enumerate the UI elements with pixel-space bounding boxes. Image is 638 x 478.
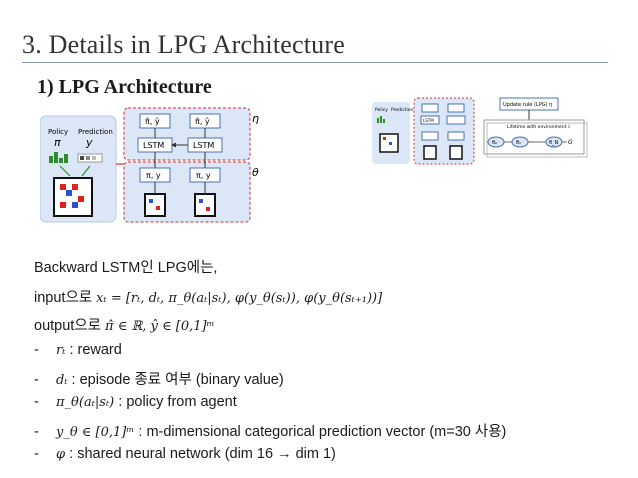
lstm-box-1: LSTM — [143, 141, 164, 150]
lifetime-label: Lifetime with environment ℰ — [507, 124, 571, 130]
node-thetaN: θ_N — [549, 140, 559, 146]
slide-title: 3. Details in LPG Architecture — [22, 30, 345, 59]
parameter-chain — [487, 136, 563, 148]
input-prefix: input으로 — [34, 290, 93, 306]
body-line-intro: Backward LSTM인 LPG에는, — [34, 260, 218, 276]
bullet-item: -dₜ : episode 종료 여부 (binary value) — [34, 372, 284, 388]
bullet-item: -π_θ(aₜ|sₜ) : policy from agent — [34, 394, 237, 410]
mini-prediction-label: Prediction — [391, 107, 414, 113]
node-G: G — [568, 139, 573, 146]
bullet-item: -rₜ : reward — [34, 342, 122, 358]
prediction-vector-icon — [77, 153, 103, 163]
title-divider — [22, 62, 608, 63]
prediction-label: Prediction — [78, 128, 113, 136]
policy-bars-icon — [49, 152, 68, 163]
input-formula: xₜ = [rₜ, dₜ, π_θ(aₜ|sₜ), φ(y_θ(sₜ)), φ(… — [96, 291, 383, 306]
policy-symbol: π — [54, 136, 61, 149]
prediction-symbol: y — [85, 136, 93, 149]
output-prefix: output으로 — [34, 318, 101, 334]
state-grid-icon-2 — [194, 193, 216, 217]
body-line-input: input으로 xₜ = [rₜ, dₜ, π_θ(aₜ|sₜ), φ(y_θ(… — [34, 286, 382, 307]
output-formula: π̂ ∈ ℝ, ŷ ∈ [0,1]ᵐ — [105, 319, 215, 334]
update-rule-label: Update rule (LPG) η — [503, 102, 552, 108]
node-theta0: θ₀ — [492, 140, 497, 146]
lpg-architecture-diagram: Policy Prediction π y η θ π̂, ŷ π̂, ŷ LS… — [40, 107, 259, 223]
node-theta1: θ₁ — [516, 140, 521, 146]
mini-lstm-label: LSTM — [423, 118, 434, 123]
lpg-output-box-2: π̂, ŷ — [195, 116, 210, 126]
state-grid-icon-1 — [144, 193, 166, 217]
body-line-output: output으로 π̂ ∈ ℝ, ŷ ∈ [0,1]ᵐ — [34, 314, 215, 335]
policy-label: Policy — [48, 128, 68, 136]
bullet-item: -φ : shared neural network (dim 16 → dim… — [34, 446, 336, 462]
input-box-1: π, y — [146, 171, 161, 180]
bullet-item: -y_θ ∈ [0,1]ᵐ : m-dimensional categorica… — [34, 424, 507, 440]
lpg-meta-training-diagram: Policy Prediction LSTM Update rule (LPG)… — [372, 97, 588, 165]
lpg-output-box-1: π̂, ŷ — [145, 116, 160, 126]
mini-policy-label: Policy — [375, 107, 388, 113]
input-box-2: π, y — [196, 171, 211, 180]
section-subtitle: 1) LPG Architecture — [37, 76, 212, 98]
theta-label: θ — [252, 166, 259, 179]
environment-grid-icon — [53, 177, 93, 217]
eta-label: η — [252, 112, 259, 125]
lstm-box-2: LSTM — [193, 141, 214, 150]
